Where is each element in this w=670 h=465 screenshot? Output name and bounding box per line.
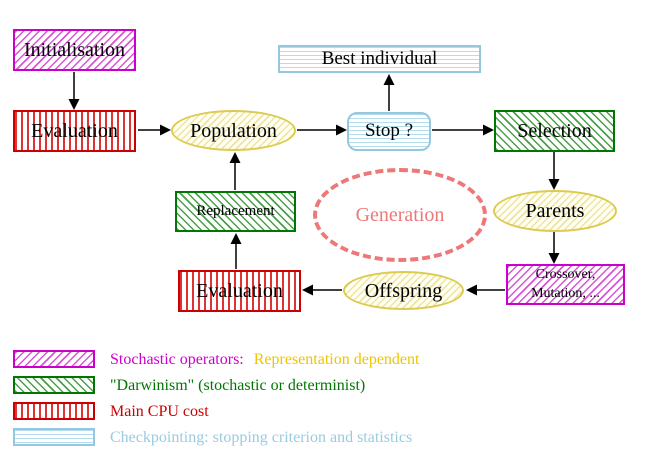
arrow-population-to-stop — [297, 124, 347, 136]
node-replacement: Replacement — [175, 191, 296, 232]
arrow-stop-to-selection — [432, 124, 494, 136]
node-stop-label: Stop ? — [364, 120, 414, 142]
node-selection: Selection — [494, 110, 615, 152]
arrow-parents-to-crossover — [548, 232, 560, 264]
arrow-evaluation-to-replacement — [230, 233, 242, 269]
node-offspring-label: Offspring — [364, 279, 443, 302]
arrow-evaluation-to-population — [138, 124, 171, 136]
node-best-individual-label: Best individual — [321, 47, 438, 69]
arrow-crossover-to-offspring — [466, 284, 505, 296]
node-evaluation-top: Evaluation — [13, 110, 136, 152]
arrow-stop-to-best-individual — [383, 74, 395, 111]
node-offspring: Offspring — [343, 271, 464, 310]
node-crossover-mutation: Crossover, Mutation, ... — [506, 264, 625, 305]
node-best-individual: Best individual — [278, 45, 481, 73]
arrow-replacement-to-population — [229, 152, 241, 190]
legend-swatch-darwinism — [13, 376, 95, 394]
arrow-initialisation-to-evaluation — [68, 72, 80, 110]
node-replacement-label: Replacement — [196, 203, 275, 220]
legend-label-main-cpu-cost: Main CPU cost — [110, 403, 209, 420]
node-evaluation-bottom: Evaluation — [178, 270, 301, 312]
node-initialisation-label: Initialisation — [23, 39, 126, 61]
node-parents: Parents — [493, 190, 617, 232]
node-selection-label: Selection — [517, 120, 592, 142]
legend-swatch-stochastic-operators — [13, 350, 95, 368]
legend-label-darwinism: "Darwinism" (stochastic or determinist) — [110, 377, 366, 394]
arrow-selection-to-parents — [548, 152, 560, 190]
node-population: Population — [171, 110, 296, 151]
node-initialisation: Initialisation — [13, 29, 136, 71]
legend-label-checkpointing: Checkpointing: stopping criterion and st… — [110, 429, 413, 446]
node-generation-cycle: Generation — [313, 168, 487, 262]
legend-swatch-main-cpu-cost — [13, 402, 95, 420]
node-generation-label: Generation — [355, 204, 445, 226]
node-stop: Stop ? — [347, 112, 431, 151]
legend-label-stochastic-operators: Stochastic operators:Representation depe… — [110, 351, 420, 368]
node-crossover-mutation-label: Crossover, Mutation, ... — [531, 266, 600, 301]
arrow-offspring-to-evaluation — [302, 284, 342, 296]
node-population-label: Population — [190, 119, 277, 142]
legend-swatch-checkpointing — [13, 428, 95, 446]
node-evaluation-top-label: Evaluation — [31, 120, 118, 142]
node-evaluation-bottom-label: Evaluation — [196, 280, 283, 302]
node-parents-label: Parents — [525, 200, 585, 222]
